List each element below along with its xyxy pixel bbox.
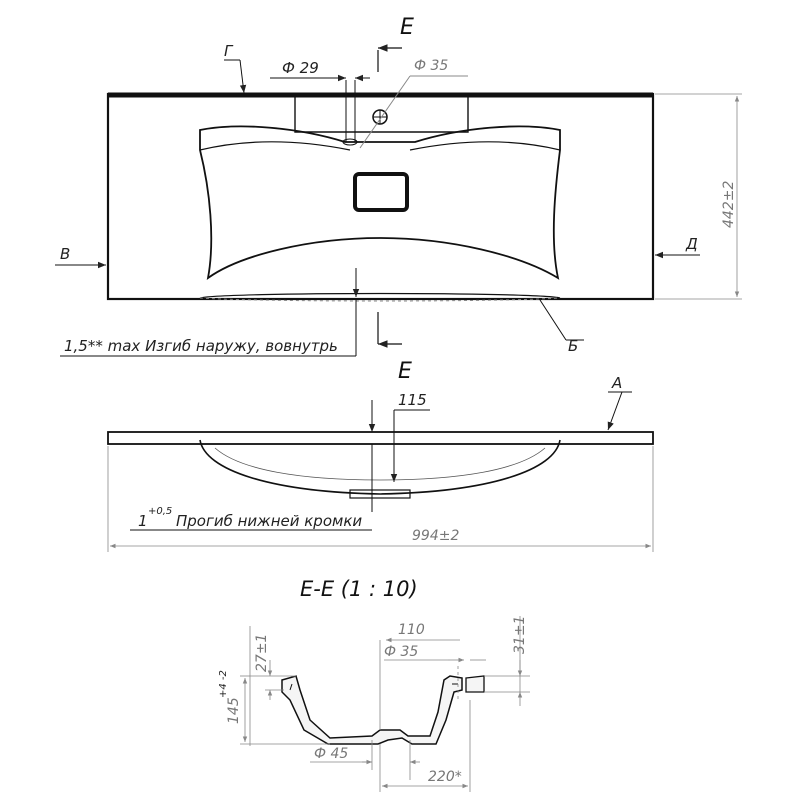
front-slab xyxy=(107,431,654,445)
front-bowl xyxy=(199,439,561,495)
label-v: В xyxy=(60,245,70,263)
section-view: Е-Е (1 : 10) 27±1 145 +4 -2 110 Ф 35 xyxy=(218,577,530,792)
front-lip xyxy=(199,292,561,299)
front-view: А 115 1 +0,5 Прогиб нижней кромки 994±2 xyxy=(107,374,654,552)
bowl-inner-top xyxy=(199,141,351,151)
label-d: Д xyxy=(685,235,698,253)
front-drain xyxy=(349,489,411,499)
dim-145: 145 xyxy=(226,697,242,724)
dim-31: 31±1 xyxy=(512,616,528,654)
note-sag-text: Прогиб нижней кромки xyxy=(176,512,362,530)
dim-hole-small: Ф 29 xyxy=(282,59,319,77)
dim-depth: 442±2 xyxy=(721,181,737,228)
note-bend: 1,5** max Изгиб наружу, вовнутрь xyxy=(64,337,338,355)
label-b: Б xyxy=(568,337,578,355)
dim-110: 110 xyxy=(398,622,425,638)
section-mark-bottom: Е xyxy=(398,359,412,384)
label-g: Г xyxy=(224,42,234,60)
dim-width: 994±2 xyxy=(412,528,459,544)
label-a: А xyxy=(611,374,622,392)
section-mark-top: Е xyxy=(400,15,414,40)
dim-115: 115 xyxy=(398,391,427,409)
top-view: Е Е Ф 29 Ф 35 Г В Д Б 442±2 xyxy=(55,15,742,384)
overflow-opening xyxy=(353,172,409,212)
dim-hole-large: Ф 35 xyxy=(414,58,448,74)
dim-45: Ф 45 xyxy=(314,746,348,762)
dim-220: 220* xyxy=(428,769,462,785)
note-sag: 1 xyxy=(138,512,148,530)
dim-35: Ф 35 xyxy=(384,644,418,660)
bowl-inner-top-right xyxy=(409,141,561,151)
tap-platform xyxy=(294,97,469,133)
dim-145-tol: +4 -2 xyxy=(218,670,229,698)
basin-outline xyxy=(106,92,655,301)
bowl-outline xyxy=(199,125,561,281)
section-title: Е-Е (1 : 10) xyxy=(300,577,418,601)
note-sag-tol: +0,5 xyxy=(148,506,172,517)
dim-27: 27±1 xyxy=(254,634,270,672)
section-profile xyxy=(281,675,463,745)
